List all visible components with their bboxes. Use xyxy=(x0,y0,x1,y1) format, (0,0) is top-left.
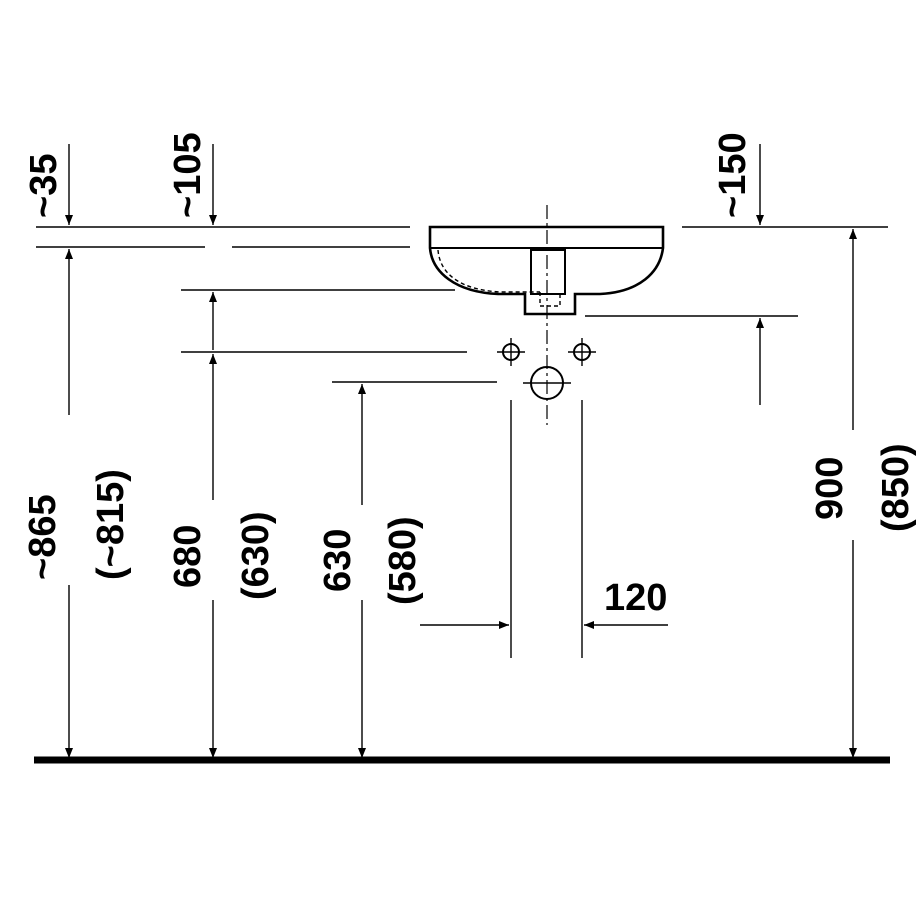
label-height-waste: 680 xyxy=(167,525,209,588)
label-height-waste-alt: (630) xyxy=(235,511,277,600)
rim-reference-lines xyxy=(36,226,888,383)
supply-connection-right xyxy=(568,338,596,366)
label-top-offset-a: ~35 xyxy=(23,154,65,218)
label-top-offset-c: ~150 xyxy=(712,132,754,218)
washbasin-section xyxy=(428,205,665,425)
supply-connection-left xyxy=(497,338,525,366)
label-spacing-supply: 120 xyxy=(604,577,667,619)
label-top-offset-b: ~105 xyxy=(167,132,209,218)
label-height-rim-alt: (850) xyxy=(875,443,916,532)
waste-connection xyxy=(523,366,571,400)
label-height-overall-alt: (~815) xyxy=(90,469,132,580)
label-height-supply-alt: (580) xyxy=(382,516,424,605)
label-height-rim: 900 xyxy=(809,457,851,520)
label-height-supply: 630 xyxy=(317,529,359,592)
label-height-overall: ~865 xyxy=(22,494,64,580)
